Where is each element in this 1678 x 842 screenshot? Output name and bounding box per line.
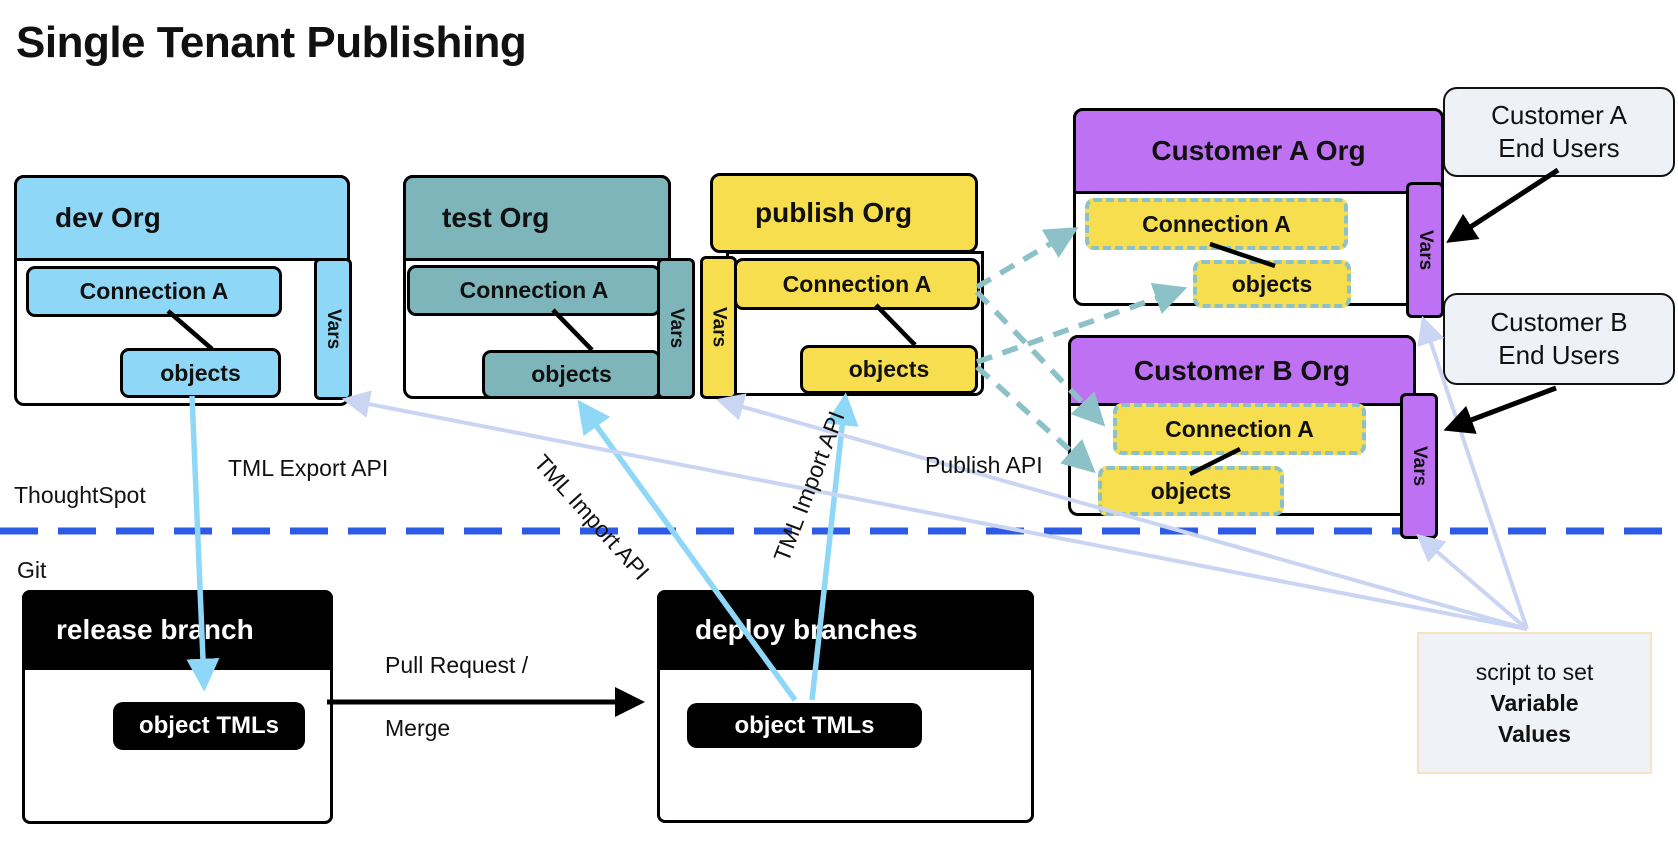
customer-b-end-users-line2: End Users bbox=[1498, 340, 1620, 370]
customer-b-connection-a-box: Connection A bbox=[1113, 403, 1366, 455]
publish-org-header: publish Org bbox=[710, 173, 978, 253]
tml-export-api-label: TML Export API bbox=[228, 455, 389, 481]
dev-org-title: dev Org bbox=[55, 202, 161, 233]
git-section-label: Git bbox=[17, 557, 47, 583]
customer-b-end-users-box: Customer B End Users bbox=[1443, 293, 1675, 385]
page-title: Single Tenant Publishing bbox=[16, 18, 527, 67]
publish-connection-a-box: Connection A bbox=[734, 258, 980, 310]
customer-a-org-title: Customer A Org bbox=[1151, 135, 1366, 166]
deploy-branches-title: deploy branches bbox=[695, 614, 918, 645]
script-box-line3: Values bbox=[1498, 720, 1571, 747]
dev-connection-a-label: Connection A bbox=[79, 278, 229, 304]
customer-a-org-header: Customer A Org bbox=[1073, 108, 1444, 194]
test-connection-a-box: Connection A bbox=[407, 265, 661, 316]
dev-objects-box: objects bbox=[120, 348, 281, 398]
release-object-tmls-box: object TMLs bbox=[113, 702, 305, 750]
script-box-line2: Variable bbox=[1490, 689, 1579, 716]
customer-a-end-users-arrow bbox=[1446, 167, 1560, 243]
customer-a-end-users-line2: End Users bbox=[1498, 133, 1620, 163]
publish-api-label: Publish API bbox=[925, 452, 1043, 478]
customer-a-objects-box: objects bbox=[1193, 260, 1351, 308]
publish-vars-strip: Vars bbox=[700, 256, 737, 399]
test-org-title: test Org bbox=[442, 202, 550, 233]
deploy-object-tmls-label: object TMLs bbox=[734, 711, 875, 739]
customer-a-connection-a-box: Connection A bbox=[1085, 198, 1348, 250]
test-objects-box: objects bbox=[482, 350, 661, 399]
release-branch-header: release branch bbox=[22, 590, 333, 670]
dev-connection-a-box: Connection A bbox=[26, 266, 282, 317]
test-vars-strip: Vars bbox=[657, 258, 695, 399]
publish-vars-label: Vars bbox=[708, 307, 730, 348]
tml-import-api-label-test: TML Import API bbox=[529, 449, 655, 585]
customer-a-connection-a-label: Connection A bbox=[1142, 210, 1291, 237]
customer-a-end-users-box: Customer A End Users bbox=[1443, 87, 1675, 177]
customer-b-vars-strip: Vars bbox=[1400, 393, 1438, 539]
customer-b-org-title: Customer B Org bbox=[1133, 354, 1351, 386]
customer-a-vars-label: Vars bbox=[1415, 229, 1436, 271]
publish-org-title: publish Org bbox=[755, 197, 913, 228]
dev-objects-label: objects bbox=[160, 359, 241, 386]
customer-a-objects-label: objects bbox=[1231, 270, 1313, 297]
script-variable-values-box: script to set Variable Values bbox=[1417, 632, 1652, 774]
test-connection-a-label: Connection A bbox=[459, 277, 609, 303]
script-to-customer-b-vars-arrow bbox=[1416, 533, 1529, 631]
release-object-tmls-label: object TMLs bbox=[138, 712, 279, 739]
customer-a-end-users-line1: Customer A bbox=[1491, 100, 1627, 130]
merge-label: Merge bbox=[385, 715, 451, 741]
pull-request-label: Pull Request / bbox=[385, 652, 529, 678]
publish-objects-box: objects bbox=[800, 345, 978, 394]
dev-vars-label: Vars bbox=[323, 308, 344, 350]
publish-to-customer-a-connection-arrow bbox=[975, 227, 1079, 290]
customer-b-connection-a-label: Connection A bbox=[1165, 415, 1314, 442]
thoughtspot-section-label: ThoughtSpot bbox=[14, 482, 146, 508]
customer-b-objects-box: objects bbox=[1098, 466, 1284, 516]
customer-b-end-users-line1: Customer B bbox=[1490, 307, 1628, 337]
publish-connection-a-label: Connection A bbox=[782, 270, 932, 297]
release-branch-title: release branch bbox=[56, 614, 254, 645]
dev-org-header: dev Org bbox=[14, 175, 350, 261]
customer-b-vars-label: Vars bbox=[1409, 445, 1430, 487]
tml-import-api-label-publish: TML Import API bbox=[768, 407, 850, 566]
deploy-branches-header: deploy branches bbox=[657, 590, 1034, 670]
customer-b-objects-label: objects bbox=[1150, 477, 1232, 504]
test-vars-label: Vars bbox=[666, 308, 687, 349]
customer-a-vars-strip: Vars bbox=[1406, 182, 1444, 318]
test-objects-label: objects bbox=[531, 361, 612, 387]
test-org-header: test Org bbox=[403, 175, 671, 261]
publish-objects-label: objects bbox=[848, 356, 930, 382]
deploy-object-tmls-box: object TMLs bbox=[687, 703, 922, 748]
script-box-line1: script to set bbox=[1475, 658, 1594, 685]
dev-vars-strip: Vars bbox=[314, 258, 352, 400]
customer-b-end-users-arrow bbox=[1443, 385, 1557, 434]
customer-b-org-header: Customer B Org bbox=[1068, 335, 1416, 406]
